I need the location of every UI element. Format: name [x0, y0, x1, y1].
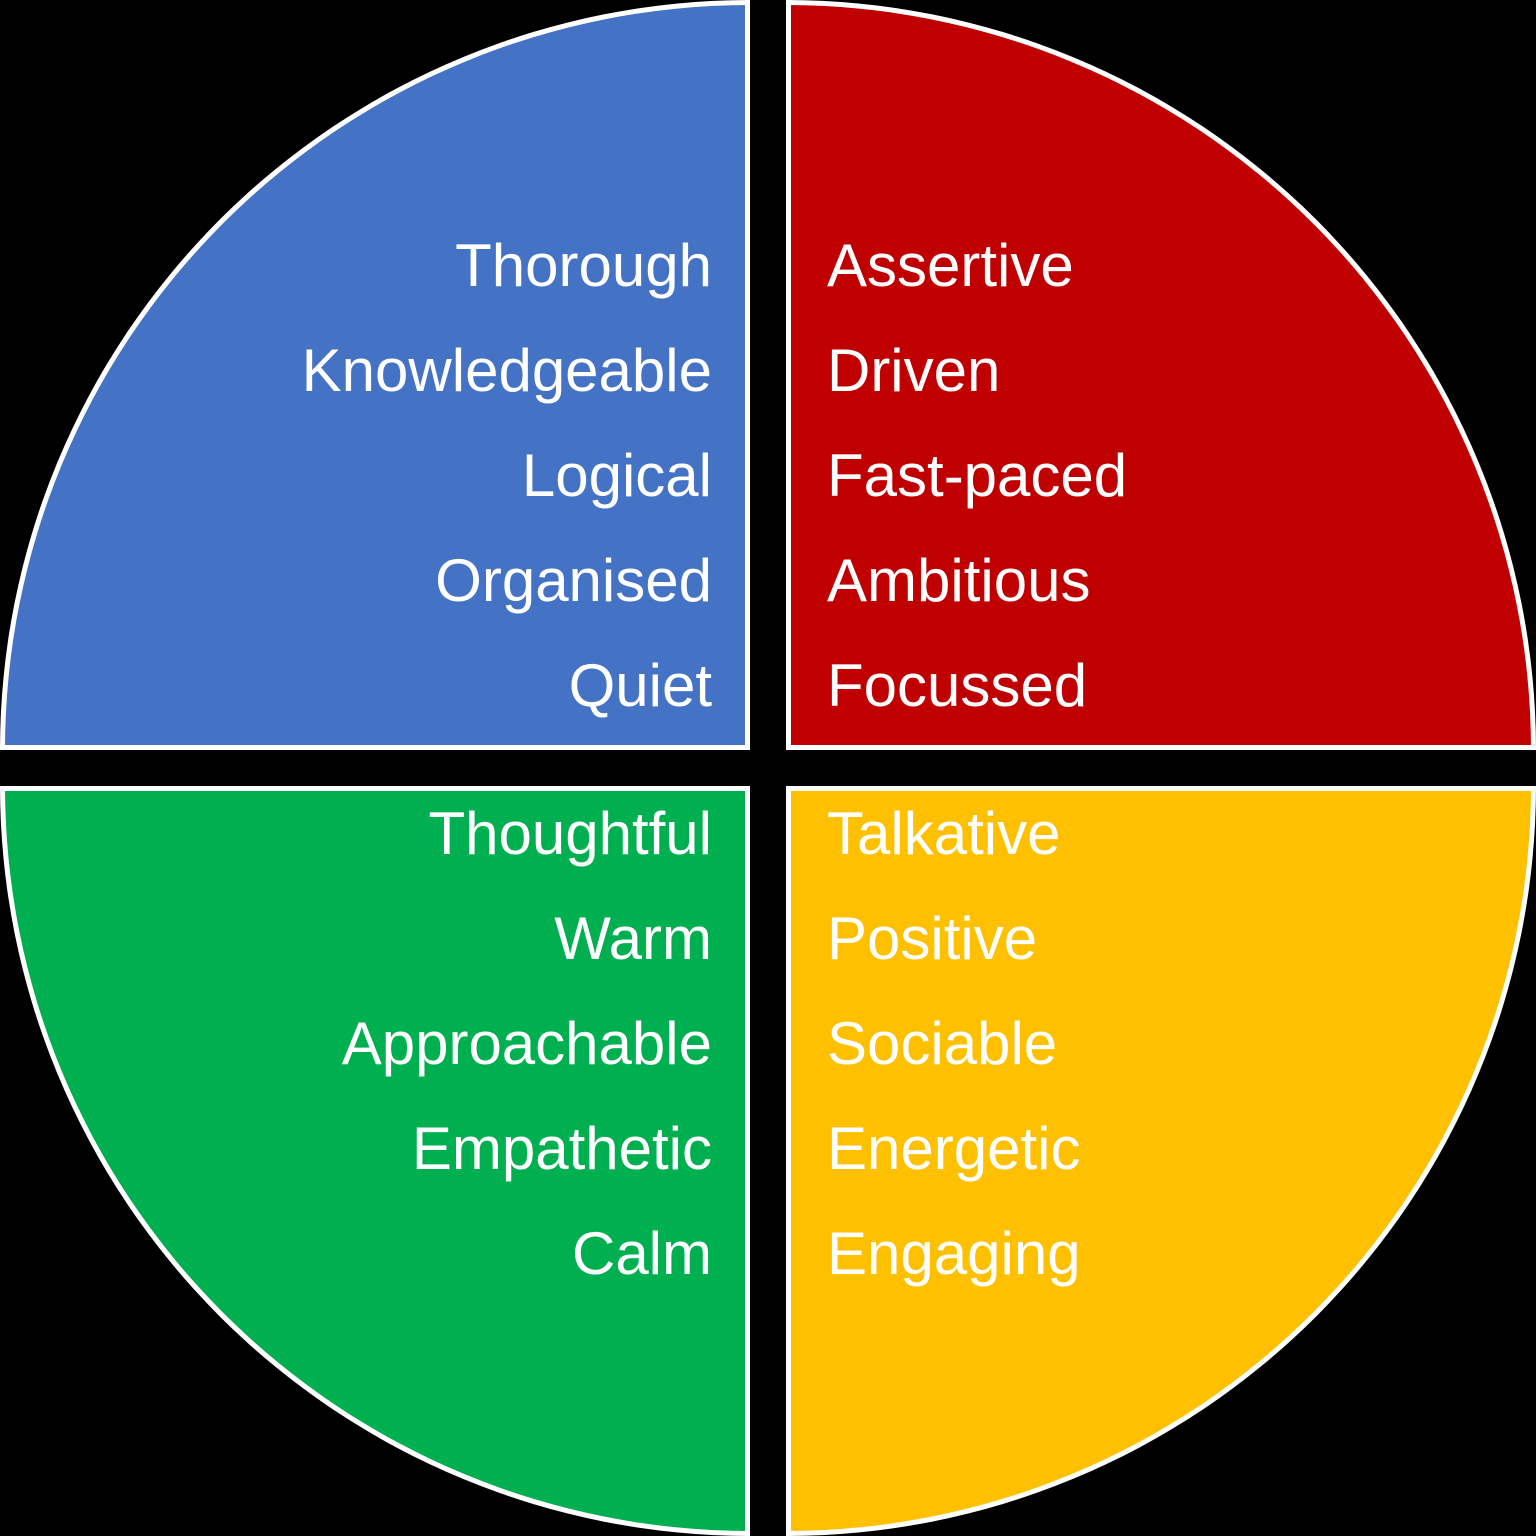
trait-label: Knowledgeable	[301, 337, 712, 404]
quadrant-bottom-left-green: Thoughtful Warm Approachable Empathetic …	[0, 786, 750, 1536]
trait-label: Warm	[554, 905, 712, 972]
trait-label: Thoughtful	[428, 800, 712, 867]
trait-label: Thorough	[455, 232, 712, 299]
trait-label: Engaging	[827, 1220, 1081, 1287]
trait-label: Energetic	[827, 1115, 1081, 1182]
trait-label: Talkative	[827, 800, 1061, 867]
trait-label: Positive	[827, 905, 1038, 972]
trait-label: Focussed	[827, 652, 1088, 719]
trait-label: Assertive	[827, 232, 1074, 299]
trait-label: Organised	[435, 547, 712, 614]
trait-label: Sociable	[827, 1010, 1058, 1077]
trait-label: Fast-paced	[827, 442, 1128, 509]
quadrant-top-left-blue: Thorough Knowledgeable Logical Organised…	[0, 0, 750, 750]
trait-label: Ambitious	[827, 547, 1091, 614]
quadrant-top-right-red: Assertive Driven Fast-paced Ambitious Fo…	[786, 0, 1536, 750]
quadrant-bottom-right-yellow: Talkative Positive Sociable Energetic En…	[786, 786, 1536, 1536]
trait-label: Quiet	[568, 652, 712, 719]
trait-label: Logical	[521, 442, 712, 509]
trait-label: Driven	[827, 337, 1001, 404]
trait-label: Calm	[571, 1220, 712, 1287]
trait-list-blue: Thorough Knowledgeable Logical Organised…	[5, 213, 745, 745]
trait-list-green: Thoughtful Warm Approachable Empathetic …	[5, 781, 745, 1306]
trait-list-yellow: Talkative Positive Sociable Energetic En…	[791, 781, 1531, 1306]
trait-list-red: Assertive Driven Fast-paced Ambitious Fo…	[791, 213, 1531, 745]
trait-label: Approachable	[341, 1010, 712, 1077]
trait-label: Empathetic	[411, 1115, 712, 1182]
